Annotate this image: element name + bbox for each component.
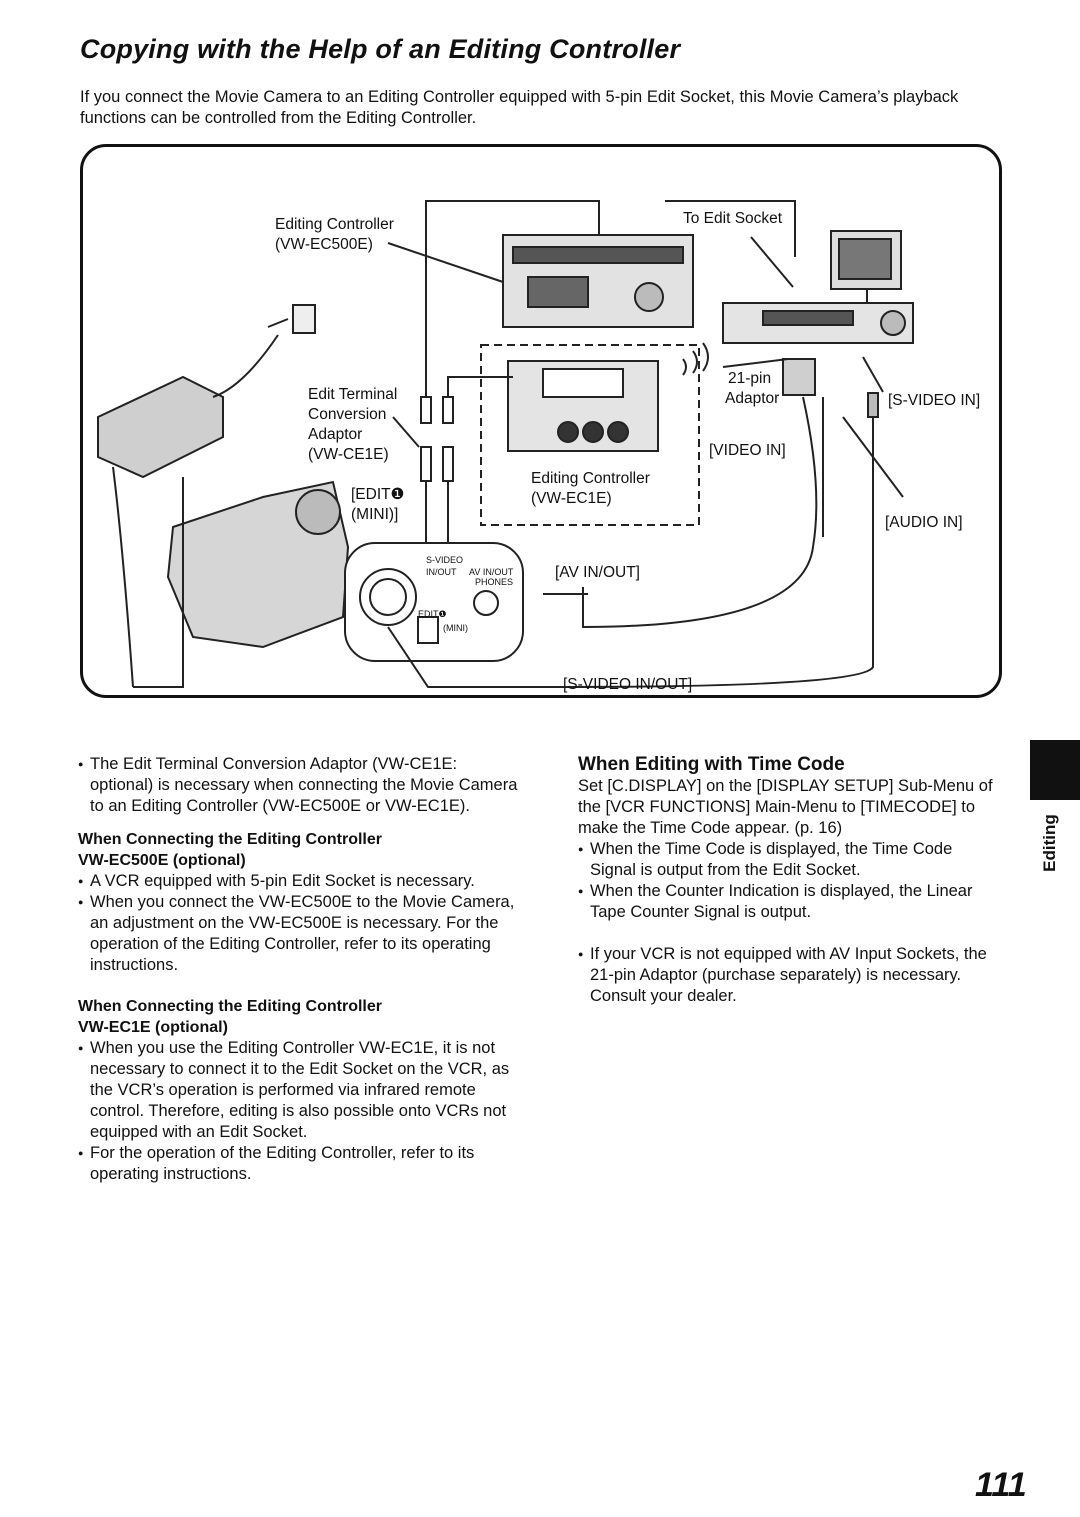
connection-diagram-drawing (97, 200, 914, 688)
label-edit-terminal-4: (VW-CE1E) (308, 446, 389, 463)
label-audio-in: [AUDIO IN] (885, 514, 963, 531)
label-ec500e-name: Editing Controller (275, 216, 394, 233)
section2-bullet2: For the operation of the Editing Control… (78, 1143, 518, 1185)
page-title: Copying with the Help of an Editing Cont… (80, 34, 681, 64)
label-av-inout: [AV IN/OUT] (555, 564, 640, 581)
jack-label-inout: IN/OUT (426, 567, 457, 577)
label-to-edit-socket: To Edit Socket (683, 210, 783, 227)
section1-heading-line1: When Connecting the Editing Controller (78, 831, 382, 848)
adaptor-note: The Edit Terminal Conversion Adaptor (VW… (78, 754, 518, 817)
label-edit-terminal-2: Conversion (308, 406, 387, 423)
label-21pin-2: Adaptor (725, 390, 780, 407)
connection-diagram: Editing Controller (VW-EC500E) To Edit S… (80, 144, 1002, 698)
time-code-bullet1: When the Time Code is displayed, the Tim… (578, 839, 998, 881)
wall-socket (292, 304, 316, 334)
jack-label-svideo: S-VIDEO (426, 555, 464, 565)
time-code-bullet2: When the Counter Indication is displayed… (578, 881, 998, 923)
label-ec500e-model: (VW-EC500E) (275, 236, 373, 253)
jack-label-edit: EDIT❶ (418, 609, 447, 619)
section2-heading-line1: When Connecting the Editing Controller (78, 998, 382, 1015)
section1-heading-line2: VW-EC500E (optional) (78, 852, 246, 869)
label-edit-terminal-1: Edit Terminal (308, 386, 398, 403)
time-code-bullet3: If your VCR is not equipped with AV Inpu… (578, 944, 998, 1007)
right-column: When Editing with Time Code Set [C.DISPL… (578, 754, 998, 1007)
label-video-in: [VIDEO IN] (709, 442, 786, 459)
spacer (578, 923, 998, 944)
jack-label-phones: PHONES (475, 577, 514, 587)
page-number: 111 (975, 1466, 1027, 1504)
left-column: The Edit Terminal Conversion Adaptor (VW… (78, 754, 518, 1185)
time-code-paragraph: Set [C.DISPLAY] on the [DISPLAY SETUP] S… (578, 777, 993, 837)
section-tab-label: Editing (1040, 814, 1059, 872)
section2-bullet1: When you use the Editing Controller VW-E… (78, 1038, 518, 1143)
label-edit-mini-1: [EDIT❶ (351, 486, 405, 503)
pin21-adaptor (782, 358, 816, 396)
ec1e-dashed-box (480, 344, 700, 526)
intro-paragraph: If you connect the Movie Camera to an Ed… (80, 88, 959, 127)
section1-bullet2: When you connect the VW-EC500E to the Mo… (78, 892, 518, 976)
label-ec1e-model: (VW-EC1E) (531, 490, 612, 507)
label-ec1e-name: Editing Controller (531, 470, 650, 487)
ac-adaptor (97, 375, 224, 479)
section2-heading-line2: VW-EC1E (optional) (78, 1019, 228, 1036)
section1-bullet1: A VCR equipped with 5-pin Edit Socket is… (78, 871, 518, 892)
time-code-heading: When Editing with Time Code (578, 754, 845, 775)
label-edit-terminal-3: Adaptor (308, 426, 363, 443)
label-edit-mini-2: (MINI)] (351, 506, 399, 523)
label-21pin-1: 21-pin (728, 370, 772, 387)
jack-label-av: AV IN/OUT (469, 567, 514, 577)
label-s-video-inout: [S-VIDEO IN/OUT] (563, 676, 693, 693)
section-tab-marker (1030, 740, 1080, 800)
jack-label-mini: (MINI) (443, 623, 468, 633)
label-s-video-in: [S-VIDEO IN] (888, 392, 981, 409)
